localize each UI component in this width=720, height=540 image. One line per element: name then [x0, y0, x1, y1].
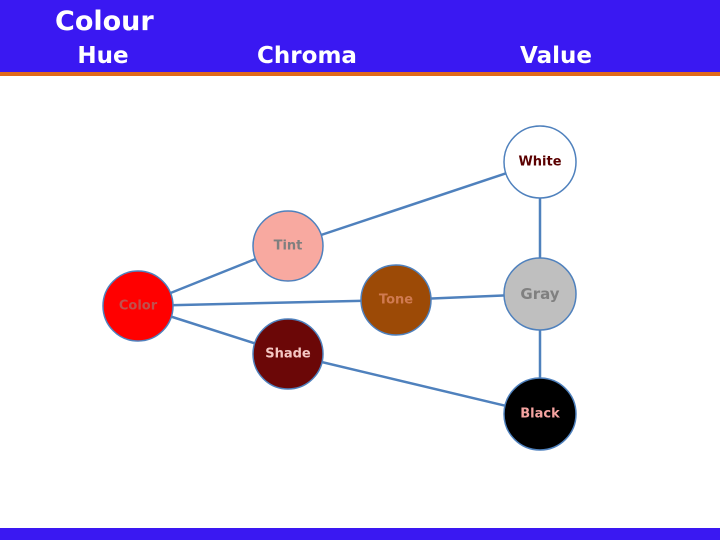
- node-black-label: Black: [520, 407, 560, 422]
- header-bar: [0, 0, 720, 72]
- node-gray: Gray: [503, 257, 577, 331]
- node-gray-label: Gray: [520, 285, 559, 303]
- column-label-chroma: Chroma: [257, 43, 357, 69]
- node-shade: Shade: [252, 318, 324, 390]
- node-shade-label: Shade: [265, 347, 311, 362]
- node-tone: Tone: [360, 264, 432, 336]
- connector-shade-black: [287, 352, 541, 416]
- node-tone-label: Tone: [379, 293, 413, 308]
- node-gray-circle: [503, 257, 577, 331]
- node-white: White: [503, 125, 577, 199]
- diagram-connectors: [137, 160, 542, 416]
- node-tint-circle: [252, 210, 324, 282]
- node-shade-circle: [252, 318, 324, 390]
- header-accent-stripe: [0, 72, 720, 76]
- footer-bar: [0, 528, 720, 540]
- connector-color-tone: [137, 298, 397, 308]
- node-tone-circle: [360, 264, 432, 336]
- node-color: Color: [102, 270, 174, 342]
- node-black: Black: [503, 377, 577, 451]
- column-label-value: Value: [520, 43, 592, 69]
- node-tint-label: Tint: [274, 239, 303, 254]
- node-color-circle: [102, 270, 174, 342]
- node-white-circle: [503, 125, 577, 199]
- page-title: Colour: [55, 6, 154, 37]
- node-black-circle: [503, 377, 577, 451]
- connector-tint-white: [287, 160, 541, 248]
- node-color-label: Color: [119, 299, 158, 314]
- node-tint: Tint: [252, 210, 324, 282]
- node-white-label: White: [518, 155, 561, 170]
- column-label-hue: Hue: [77, 43, 129, 69]
